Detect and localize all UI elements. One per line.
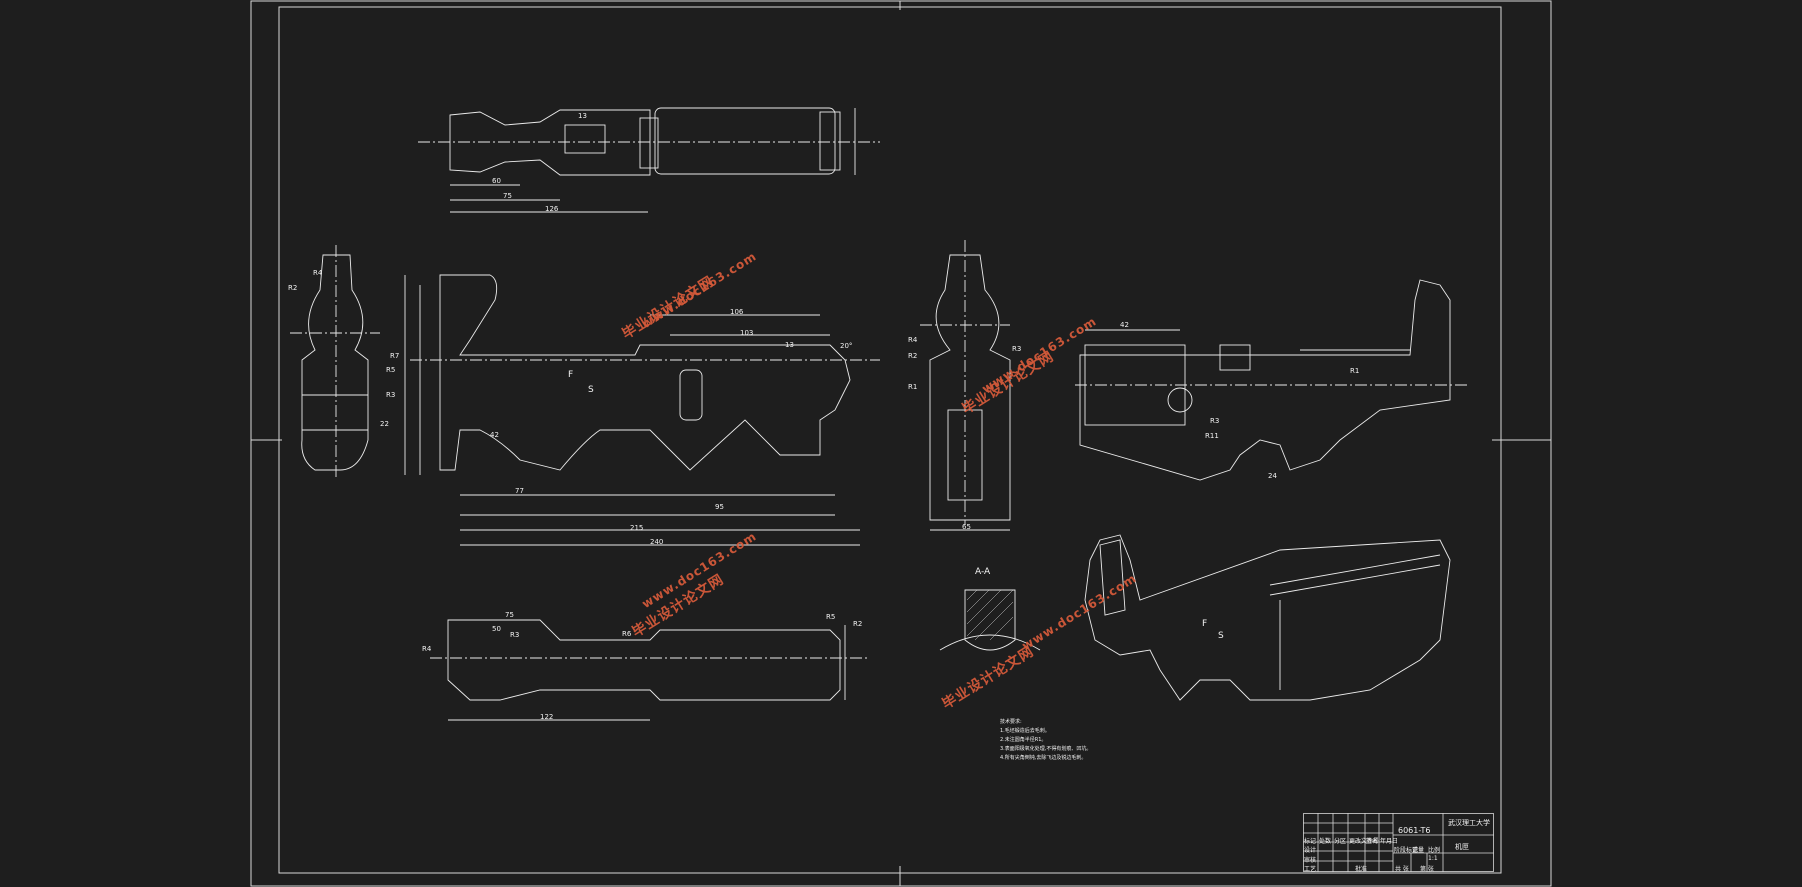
iso-face-letter-f: F bbox=[1202, 619, 1208, 629]
tb-row-label: 更改文件号 bbox=[1349, 838, 1380, 845]
tb-scale-label: 比例 bbox=[1428, 847, 1441, 854]
section-view bbox=[939, 589, 1041, 651]
dim-rside-r11: R11 bbox=[1205, 432, 1219, 440]
right-side-view bbox=[1075, 279, 1470, 481]
dim-rside-r3: R3 bbox=[1210, 417, 1220, 425]
dim-bottom-122: 122 bbox=[540, 713, 554, 721]
isometric-view bbox=[1084, 534, 1451, 701]
dim-right-r1: R1 bbox=[908, 383, 918, 391]
dim-side-angle: 20° bbox=[840, 342, 853, 350]
dim-side-106: 106 bbox=[730, 308, 744, 316]
dim-right-r2: R2 bbox=[908, 352, 918, 360]
material-code: 6061-T6 bbox=[1398, 826, 1431, 835]
tb-sheets-total: 共 张 bbox=[1395, 866, 1409, 873]
dim-rside-r1: R1 bbox=[1350, 367, 1360, 375]
tb-sheet-num: 第 张 bbox=[1420, 866, 1434, 873]
dim-bottom-r3: R3 bbox=[510, 631, 520, 639]
dim-side-42: 42 bbox=[490, 431, 499, 439]
tb-role: 工艺 bbox=[1304, 866, 1317, 873]
tb-row-label: 处数 bbox=[1319, 838, 1332, 845]
main-side-view bbox=[404, 274, 880, 546]
part-name: 机匣 bbox=[1455, 843, 1469, 851]
dim-side-103: 103 bbox=[740, 329, 754, 337]
dim-side-215: 215 bbox=[630, 524, 644, 532]
dim-bottom-r2: R2 bbox=[853, 620, 863, 628]
tb-role: 审核 bbox=[1304, 857, 1317, 864]
dim-left-r7: R7 bbox=[390, 352, 400, 360]
dim-top-75: 75 bbox=[503, 192, 512, 200]
dim-bottom-r4: R4 bbox=[422, 645, 432, 653]
dim-top-126: 126 bbox=[545, 205, 559, 213]
top-view bbox=[418, 107, 880, 213]
tb-stage: 阶段标记 bbox=[1394, 847, 1419, 854]
dim-side-240: 240 bbox=[650, 538, 664, 546]
face-letter-f: F bbox=[568, 370, 574, 380]
dim-top-13: 13 bbox=[578, 112, 587, 120]
notes-item: 1.毛坯锻造后去毛刺。 bbox=[1000, 728, 1050, 734]
title-block bbox=[1303, 813, 1494, 872]
dim-bottom-r6: R6 bbox=[622, 630, 632, 638]
dim-left-r4: R4 bbox=[313, 269, 323, 277]
dim-rside-42: 42 bbox=[1120, 321, 1129, 329]
dim-bottom-75: 75 bbox=[505, 611, 514, 619]
dim-left-r3: R3 bbox=[386, 391, 396, 399]
tb-weight: 重量 bbox=[1412, 847, 1425, 854]
dim-side-77: 77 bbox=[515, 487, 524, 495]
end-view-right bbox=[920, 240, 1011, 531]
dim-left-r5: R5 bbox=[386, 366, 396, 374]
dim-rside-24: 24 bbox=[1268, 472, 1277, 480]
tb-row-label: 标记 bbox=[1304, 838, 1317, 845]
dim-side-13: 13 bbox=[785, 341, 794, 349]
dim-side-95: 95 bbox=[715, 503, 724, 511]
dim-right-65: 65 bbox=[962, 523, 971, 531]
tb-role: 批准 bbox=[1355, 866, 1368, 873]
bottom-view bbox=[430, 619, 870, 721]
dim-top-60: 60 bbox=[492, 177, 501, 185]
dim-bottom-r5: R5 bbox=[826, 613, 836, 621]
dim-right-r4: R4 bbox=[908, 336, 918, 344]
dim-left-r2: R2 bbox=[288, 284, 298, 292]
tb-row-label: 分区 bbox=[1334, 838, 1347, 845]
tb-row-label: 签名 bbox=[1366, 838, 1379, 845]
section-label: A-A bbox=[975, 567, 991, 577]
iso-face-letter-s: S bbox=[1218, 631, 1224, 641]
technical-notes: 技术要求: 1.毛坯锻造后去毛刺。 2.未注圆角半径R1。 3.表面阳极氧化处理… bbox=[1000, 718, 1091, 763]
notes-item: 4.所有尖角倒钝,去除飞边及锐边毛刺。 bbox=[1000, 755, 1087, 761]
notes-item: 2.未注圆角半径R1。 bbox=[1000, 737, 1047, 743]
face-letter-s: S bbox=[588, 385, 594, 395]
notes-title: 技术要求: bbox=[1000, 719, 1022, 725]
dim-right-r3: R3 bbox=[1012, 345, 1022, 353]
dim-bottom-50: 50 bbox=[492, 625, 501, 633]
dim-left-22: 22 bbox=[380, 420, 389, 428]
end-view-left bbox=[290, 245, 380, 480]
tb-role: 设计 bbox=[1304, 847, 1317, 854]
school-name: 武汉理工大学 bbox=[1448, 819, 1490, 827]
sheet-outer-border bbox=[250, 0, 1552, 887]
tb-row-label: 年月日 bbox=[1380, 838, 1399, 845]
notes-item: 3.表面阳极氧化处理,不得有划痕、凹坑。 bbox=[1000, 746, 1092, 752]
tb-scale: 1:1 bbox=[1428, 855, 1438, 862]
